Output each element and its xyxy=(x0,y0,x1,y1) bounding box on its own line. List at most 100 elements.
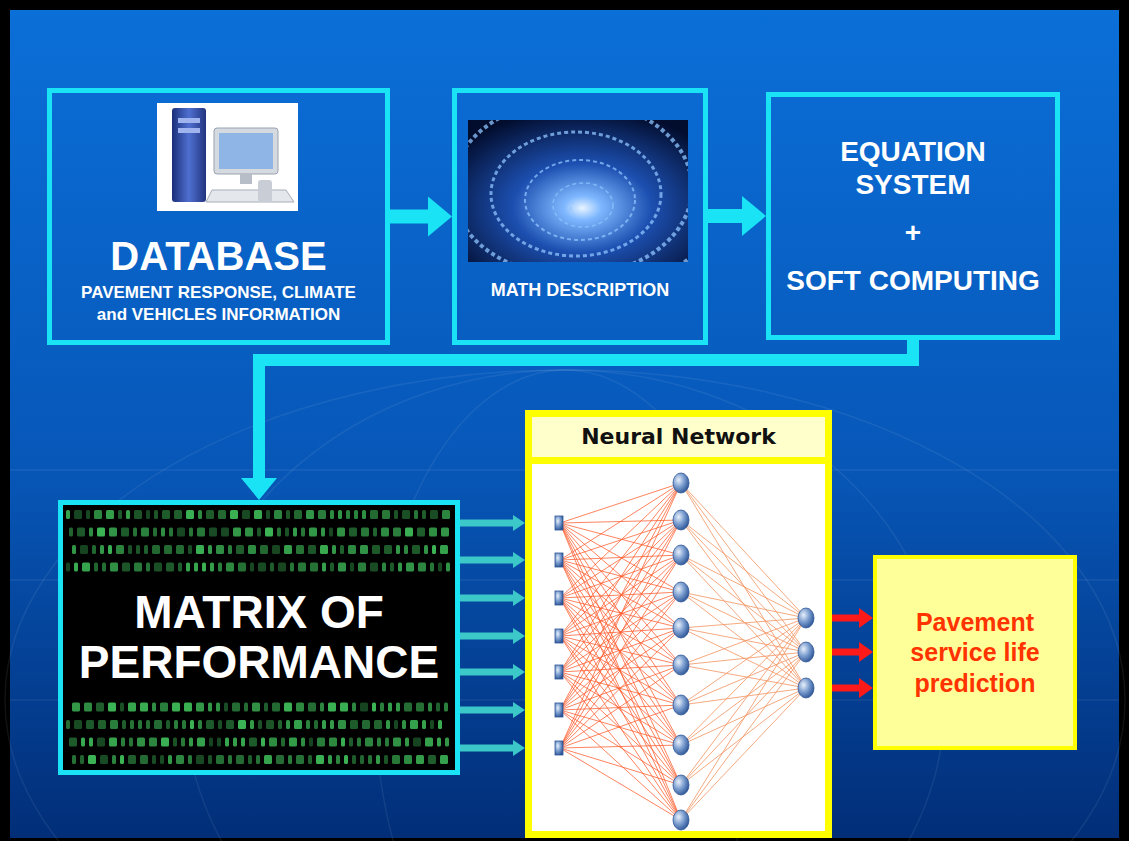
binary-digit-mark xyxy=(116,545,124,554)
binary-digit-mark xyxy=(172,703,180,712)
binary-digit-mark xyxy=(422,720,426,729)
binary-digit-mark xyxy=(350,720,358,729)
binary-digit-mark xyxy=(98,720,106,729)
binary-digit-mark xyxy=(445,738,449,747)
equation-box: EQUATION SYSTEM+SOFT COMPUTING xyxy=(766,92,1060,340)
binary-digit-mark xyxy=(188,545,192,554)
binary-digit-mark xyxy=(396,545,400,554)
binary-digit-mark xyxy=(216,755,224,764)
hidden-neuron xyxy=(673,735,689,755)
binary-digit-mark xyxy=(74,720,82,729)
binary-digit-mark xyxy=(106,510,114,519)
arrow-shaft xyxy=(460,557,513,564)
binary-digit-mark xyxy=(438,563,442,572)
hidden-neuron xyxy=(673,582,689,602)
network-link xyxy=(560,672,681,820)
binary-digit-mark xyxy=(197,528,205,537)
binary-digit-mark xyxy=(84,703,92,712)
binary-digit-mark xyxy=(360,703,368,712)
binary-digit-mark xyxy=(118,510,122,519)
binary-digit-mark xyxy=(321,528,325,537)
binary-digit-mark xyxy=(416,755,424,764)
binary-digit-mark xyxy=(284,703,292,712)
binary-digit-mark xyxy=(281,738,285,747)
binary-digit-mark xyxy=(442,510,450,519)
binary-digit-mark xyxy=(206,720,214,729)
binary-digit-mark xyxy=(226,720,234,729)
binary-digit-mark xyxy=(258,563,266,572)
flow-arrow xyxy=(460,702,525,718)
binary-digit-mark xyxy=(121,528,129,537)
network-heading: Neural Network xyxy=(581,424,776,450)
network-link xyxy=(560,555,681,598)
binary-digit-mark xyxy=(238,563,246,572)
arrow-shaft xyxy=(832,649,859,656)
binary-digit-mark xyxy=(197,738,205,747)
network-link xyxy=(681,520,806,652)
binary-digit-mark xyxy=(126,510,130,519)
binary-digit-mark xyxy=(196,755,204,764)
network-link xyxy=(560,523,681,820)
binary-digit-mark xyxy=(318,510,326,519)
math-box: MATH DESCRIPTION xyxy=(452,88,708,345)
binary-digit-mark xyxy=(288,755,292,764)
network-link xyxy=(560,748,681,785)
binary-digit-mark xyxy=(66,720,70,729)
arrow-head xyxy=(513,702,525,718)
hidden-neuron xyxy=(673,510,689,530)
binary-digit-mark xyxy=(360,755,364,764)
network-link xyxy=(560,672,681,785)
box-heading: SOFT COMPUTING xyxy=(786,264,1040,298)
flow-arrow xyxy=(460,628,525,644)
binary-digit-mark xyxy=(174,510,182,519)
binary-digit-mark xyxy=(100,545,104,554)
network-link xyxy=(560,628,681,710)
binary-digit-mark xyxy=(228,755,232,764)
binary-digit-mark xyxy=(218,720,222,729)
binary-digit-mark xyxy=(290,563,294,572)
network-link xyxy=(560,636,681,785)
binary-digit-mark xyxy=(210,563,214,572)
binary-digit-mark xyxy=(120,703,124,712)
binary-digit-mark xyxy=(293,528,297,537)
binary-digit-mark xyxy=(94,510,102,519)
binary-digit-mark xyxy=(208,545,212,554)
network-link xyxy=(681,618,806,745)
binary-digit-mark xyxy=(428,755,436,764)
binary-digit-mark xyxy=(329,738,337,747)
binary-digit-mark xyxy=(260,545,268,554)
binary-digit-mark xyxy=(86,720,94,729)
binary-digit-mark xyxy=(190,720,194,729)
binary-digit-mark xyxy=(440,545,448,554)
binary-digit-mark xyxy=(244,703,248,712)
binary-digit-mark xyxy=(328,703,336,712)
computer-stand xyxy=(240,174,252,184)
binary-digit-mark xyxy=(256,755,260,764)
binary-digit-mark xyxy=(137,738,145,747)
binary-digit-mark xyxy=(404,545,408,554)
hidden-neuron xyxy=(673,775,689,795)
binary-digit-mark xyxy=(392,755,400,764)
binary-digit-mark xyxy=(396,703,400,712)
binary-digit-mark xyxy=(146,510,150,519)
computer-speaker xyxy=(258,180,272,202)
header-band: Neural Network xyxy=(532,417,825,464)
tunnel-ring xyxy=(468,120,688,262)
binary-digit-mark xyxy=(72,545,76,554)
binary-digit-mark xyxy=(112,755,116,764)
binary-digit-mark xyxy=(242,510,250,519)
binary-digit-mark xyxy=(233,528,241,537)
network-link xyxy=(681,618,806,665)
binary-digit-mark xyxy=(309,738,313,747)
arrow-head xyxy=(513,664,525,680)
binary-digit-mark xyxy=(296,703,304,712)
binary-digit-mark xyxy=(252,703,260,712)
binary-digit-mark xyxy=(144,545,148,554)
binary-digit-mark xyxy=(248,545,256,554)
binary-digit-mark xyxy=(110,563,118,572)
binary-digit-mark xyxy=(120,755,124,764)
binary-digit-mark xyxy=(74,563,78,572)
binary-digit-mark xyxy=(382,510,390,519)
